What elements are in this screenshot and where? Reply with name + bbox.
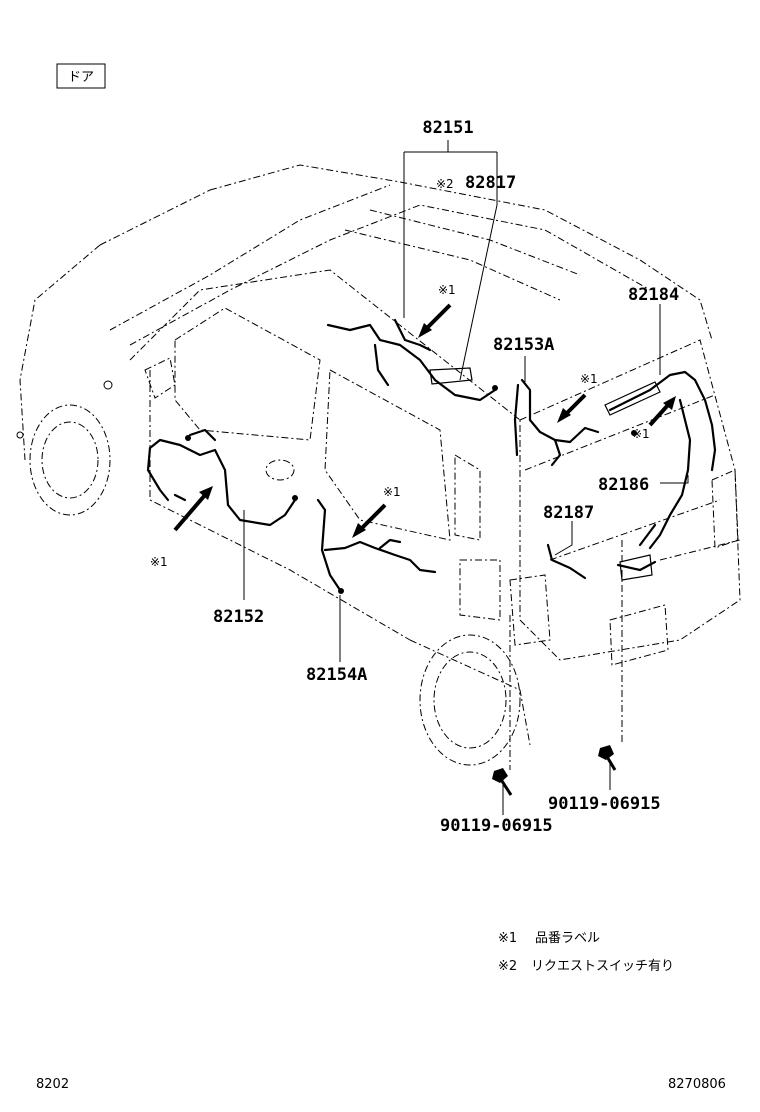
part-label-82151: 82151: [422, 118, 473, 138]
legend-mark: ※1: [498, 931, 517, 946]
note-mark-1: ※1: [150, 555, 168, 569]
bolt-left-icon: [492, 768, 513, 796]
footer-right-code: 8270806: [668, 1077, 726, 1092]
note-mark-1: ※1: [632, 427, 650, 441]
harness-82184: [604, 370, 717, 472]
harness-82186: [638, 398, 692, 550]
legend-mark: ※2: [498, 959, 517, 974]
legend: ※1 品番ラベル ※2 リクエストスイッチ有り: [498, 931, 674, 974]
label-arrows: [173, 303, 676, 538]
bolt-right-icon: [598, 745, 617, 771]
part-label-82153A: 82153A: [493, 335, 554, 355]
legend-text: 品番ラベル: [535, 931, 600, 946]
harness-82187: [546, 543, 657, 581]
part-label-82152: 82152: [213, 607, 264, 627]
leader-lines: [243, 140, 689, 815]
legend-text: リクエストスイッチ有り: [531, 959, 674, 974]
part-label-82817: 82817: [465, 173, 516, 193]
part-label-bolt-right: 90119-06915: [548, 794, 661, 814]
footer-left-code: 8202: [36, 1077, 69, 1092]
harness-82151: [326, 318, 498, 402]
section-tag: ドア: [68, 70, 94, 85]
section-tag-box: [56, 63, 106, 89]
part-label-82187: 82187: [543, 503, 594, 523]
harness-82154A: [316, 498, 437, 594]
harness-82152: [146, 428, 298, 527]
vehicle-outline: [16, 164, 741, 766]
note-mark-2: ※2: [436, 177, 454, 191]
harness-82153A: [513, 378, 637, 467]
part-label-82186: 82186: [598, 475, 649, 495]
part-label-82154A: 82154A: [306, 665, 367, 685]
note-mark-1: ※1: [438, 283, 456, 297]
note-mark-1: ※1: [383, 485, 401, 499]
part-label-bolt-left: 90119-06915: [440, 816, 553, 836]
note-mark-1: ※1: [580, 372, 598, 386]
part-label-82184: 82184: [628, 285, 679, 305]
